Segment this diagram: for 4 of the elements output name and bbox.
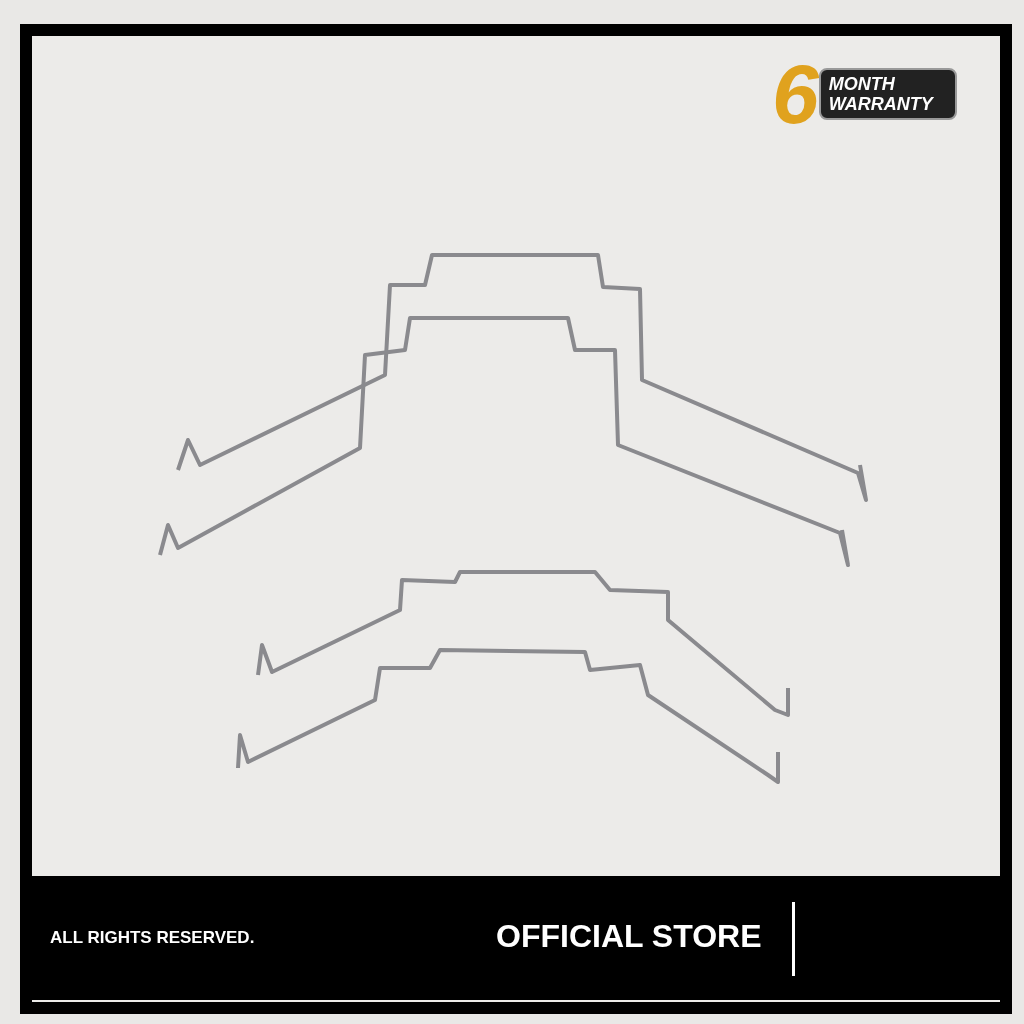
warranty-badge: MONTH WARRANTY xyxy=(818,68,957,120)
store-caption: OFFICIAL STORE xyxy=(496,918,762,955)
warranty-number: 6 xyxy=(772,52,819,136)
copyright-notice: ALL RIGHTS RESERVED. xyxy=(50,928,255,948)
